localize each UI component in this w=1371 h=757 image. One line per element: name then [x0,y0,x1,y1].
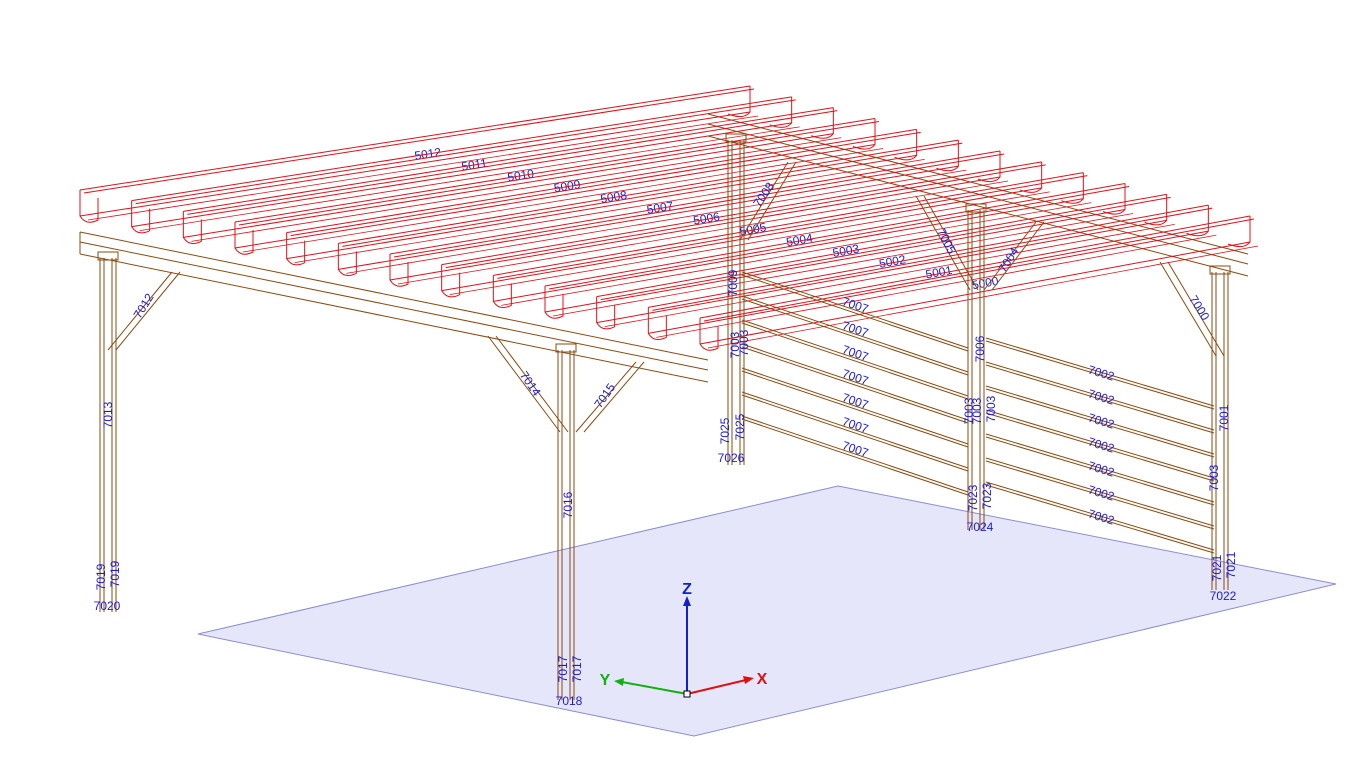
brace-7008[interactable] [739,161,797,241]
post-group[interactable] [97,133,1231,700]
label-7018[interactable]: 7018 [556,694,583,708]
wall-rail-left-4[interactable]: 7007 [741,367,969,448]
label-7002[interactable]: 7002 [1086,435,1116,456]
label-7002[interactable]: 7002 [1086,411,1116,432]
label-7024[interactable]: 7024 [967,520,994,534]
label-7002[interactable]: 7002 [1086,387,1116,408]
axis-origin [683,690,691,698]
label-7003e[interactable]: 7003 [984,395,998,422]
label-7003a[interactable]: 7003 [728,331,742,358]
label-7019b[interactable]: 7019 [108,560,122,587]
post-7013[interactable] [97,251,119,612]
ground-plane [197,485,1337,737]
label-7020[interactable]: 7020 [94,599,121,613]
label-5005[interactable]: 5005 [739,220,768,238]
label-7023a[interactable]: 7023 [966,484,980,511]
rafter-5004[interactable]: 5004 [492,172,1092,309]
eave-beam-front[interactable] [79,231,709,383]
label-7003b[interactable]: 7003 [737,329,751,356]
label-7002[interactable]: 7002 [1086,363,1116,384]
wall-rail-left-6[interactable]: 7007 [741,415,969,496]
rafter-group[interactable]: 5012501150105009500850075006500550045003… [79,85,1259,351]
wall-rail-right-3[interactable]: 7002 [985,409,1215,482]
label-5008[interactable]: 5008 [599,188,628,206]
y-axis-arrowhead [614,678,624,686]
label-7003c[interactable]: 7003 [962,397,976,424]
label-7026[interactable]: 7026 [718,451,745,465]
post-7001[interactable] [1209,265,1231,590]
x-axis-line [686,679,747,695]
wall-rail-left-5[interactable]: 7007 [741,391,969,472]
label-5002[interactable]: 5002 [878,252,907,271]
y-axis-label: Y [600,672,611,689]
label-7002[interactable]: 7002 [1086,483,1116,504]
label-7016[interactable]: 7016 [561,491,575,518]
brace-7012[interactable] [107,271,181,351]
post-7006[interactable] [965,203,987,530]
x-axis-arrowhead [743,676,754,684]
label-7019a[interactable]: 7019 [94,563,108,590]
rafter-5000[interactable]: 5000 [699,215,1259,351]
label-7005[interactable]: 7005 [934,226,959,256]
label-7021b[interactable]: 7021 [1224,551,1238,578]
label-7022[interactable]: 7022 [1210,589,1237,603]
rafter-5001[interactable]: 5001 [647,204,1217,341]
label-5007[interactable]: 5007 [646,199,675,217]
brace-7014[interactable] [487,335,569,433]
rafter-5009[interactable]: 5009 [234,118,884,255]
label-7002[interactable]: 7002 [1086,507,1116,528]
label-7013[interactable]: 7013 [101,401,115,428]
rafter-5002[interactable]: 5002 [596,193,1175,330]
label-7001[interactable]: 7001 [1217,404,1231,431]
label-7003f[interactable]: 7003 [1207,464,1221,491]
label-7021a[interactable]: 7021 [1210,554,1224,581]
label-7023b[interactable]: 7023 [980,482,994,509]
coordinate-axes: Z X Y [600,581,768,698]
label-7015[interactable]: 7015 [591,380,618,410]
label-7000[interactable]: 7000 [1186,293,1212,323]
brace-7005[interactable] [915,195,979,291]
z-axis-arrowhead [683,596,691,606]
label-7003d[interactable]: 7003 [970,397,984,424]
rafter-5003[interactable]: 5003 [544,183,1134,319]
label-7009[interactable]: 7009 [726,269,740,296]
brace-7004[interactable] [983,221,1045,291]
brace-7015[interactable] [575,361,645,433]
wall-rail-left-2[interactable]: 7007 [741,319,969,400]
label-7017b[interactable]: 7017 [570,655,584,682]
x-axis-label: X [757,671,768,688]
label-5001[interactable]: 5001 [924,263,953,282]
y-axis-line [621,681,688,695]
rafter-5006[interactable]: 5006 [389,150,1009,287]
label-5003[interactable]: 5003 [832,241,861,259]
label-7006[interactable]: 7006 [973,335,987,362]
post-7016[interactable] [555,343,577,700]
label-7025a[interactable]: 7025 [718,417,732,444]
rafter-5007[interactable]: 5007 [337,139,967,277]
label-5004[interactable]: 5004 [785,231,814,249]
brace-7000[interactable] [1159,261,1225,357]
z-axis-label: Z [682,581,692,598]
label-7025b[interactable]: 7025 [733,413,747,440]
label-5006[interactable]: 5006 [692,209,721,227]
label-7017a[interactable]: 7017 [556,655,570,682]
rafter-5005[interactable]: 5005 [441,161,1050,298]
label-7004[interactable]: 7004 [996,245,1022,275]
rafter-5010[interactable]: 5010 [182,107,842,245]
wall-rail-left-1[interactable]: 7007 [741,295,969,376]
post-7009[interactable] [725,133,747,465]
wall-rail-left-0[interactable]: 7007 [741,271,969,352]
rafter-5008[interactable]: 5008 [286,128,925,266]
label-7002[interactable]: 7002 [1086,459,1116,480]
wall-rail-left-3[interactable]: 7007 [741,343,969,424]
